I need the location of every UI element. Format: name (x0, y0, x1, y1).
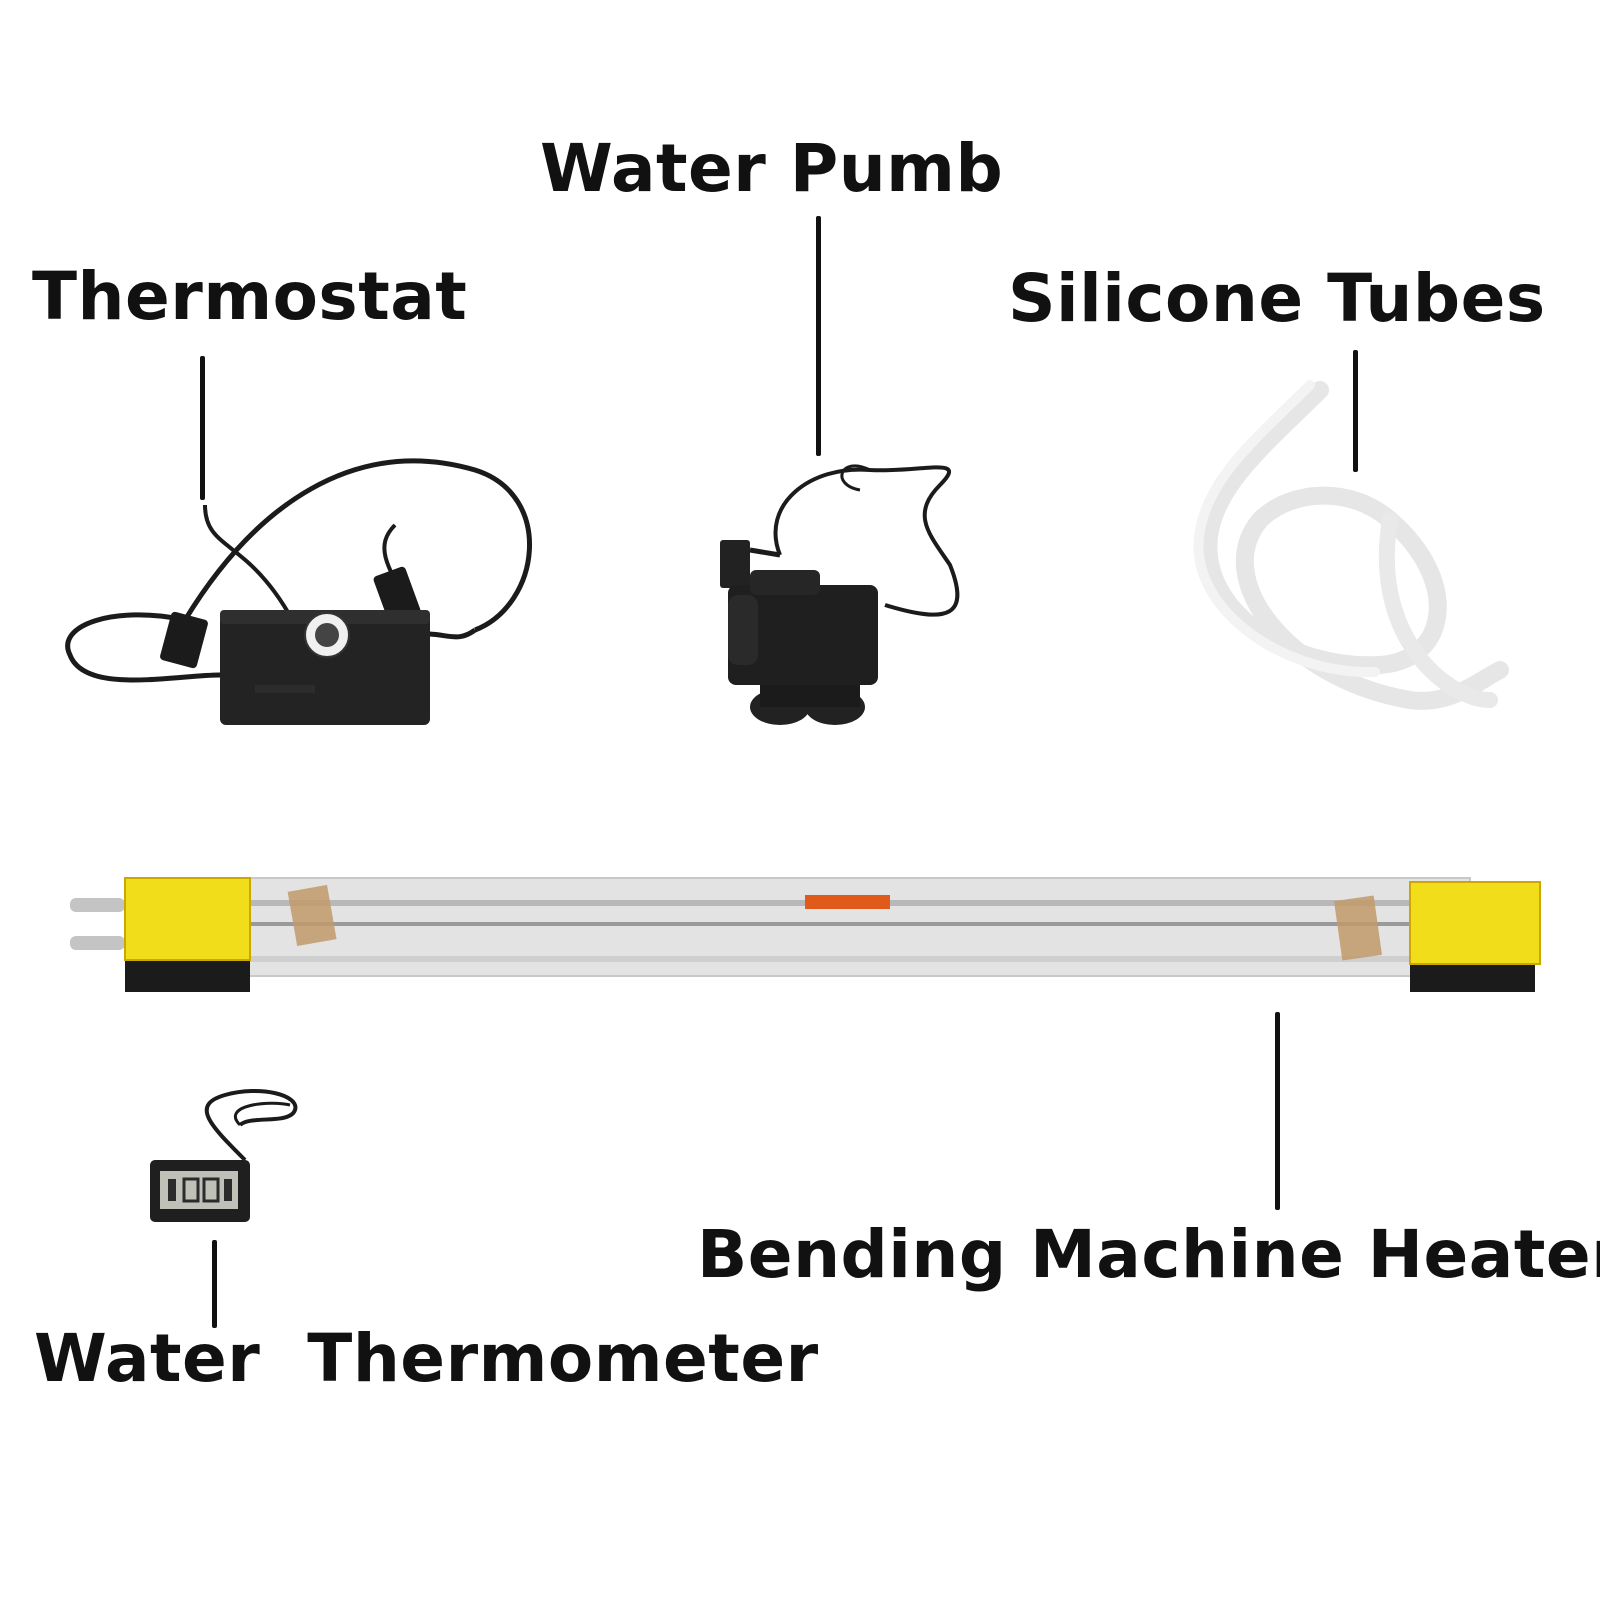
label-bending-machine-heater: Bending Machine Heater (697, 1216, 1600, 1293)
leader-line-bending-heater (1275, 1012, 1280, 1210)
leader-line-thermometer (212, 1240, 217, 1328)
leader-line-thermostat (200, 356, 205, 500)
thermometer-icon (150, 1085, 310, 1225)
label-silicone-tubes: Silicone Tubes (1008, 260, 1546, 337)
leader-line-silicone-tubes (1353, 350, 1358, 472)
label-water-thermometer: Water Thermometer (34, 1320, 819, 1397)
label-thermostat: Thermostat (32, 258, 468, 335)
leader-line-water-pump (816, 216, 821, 456)
water-pump-icon (720, 445, 980, 745)
silicone-tubes-icon (1150, 380, 1510, 740)
label-water-pump: Water Pumb (540, 130, 1004, 207)
thermostat-icon (55, 445, 555, 745)
bending-heater-icon (70, 860, 1550, 1000)
